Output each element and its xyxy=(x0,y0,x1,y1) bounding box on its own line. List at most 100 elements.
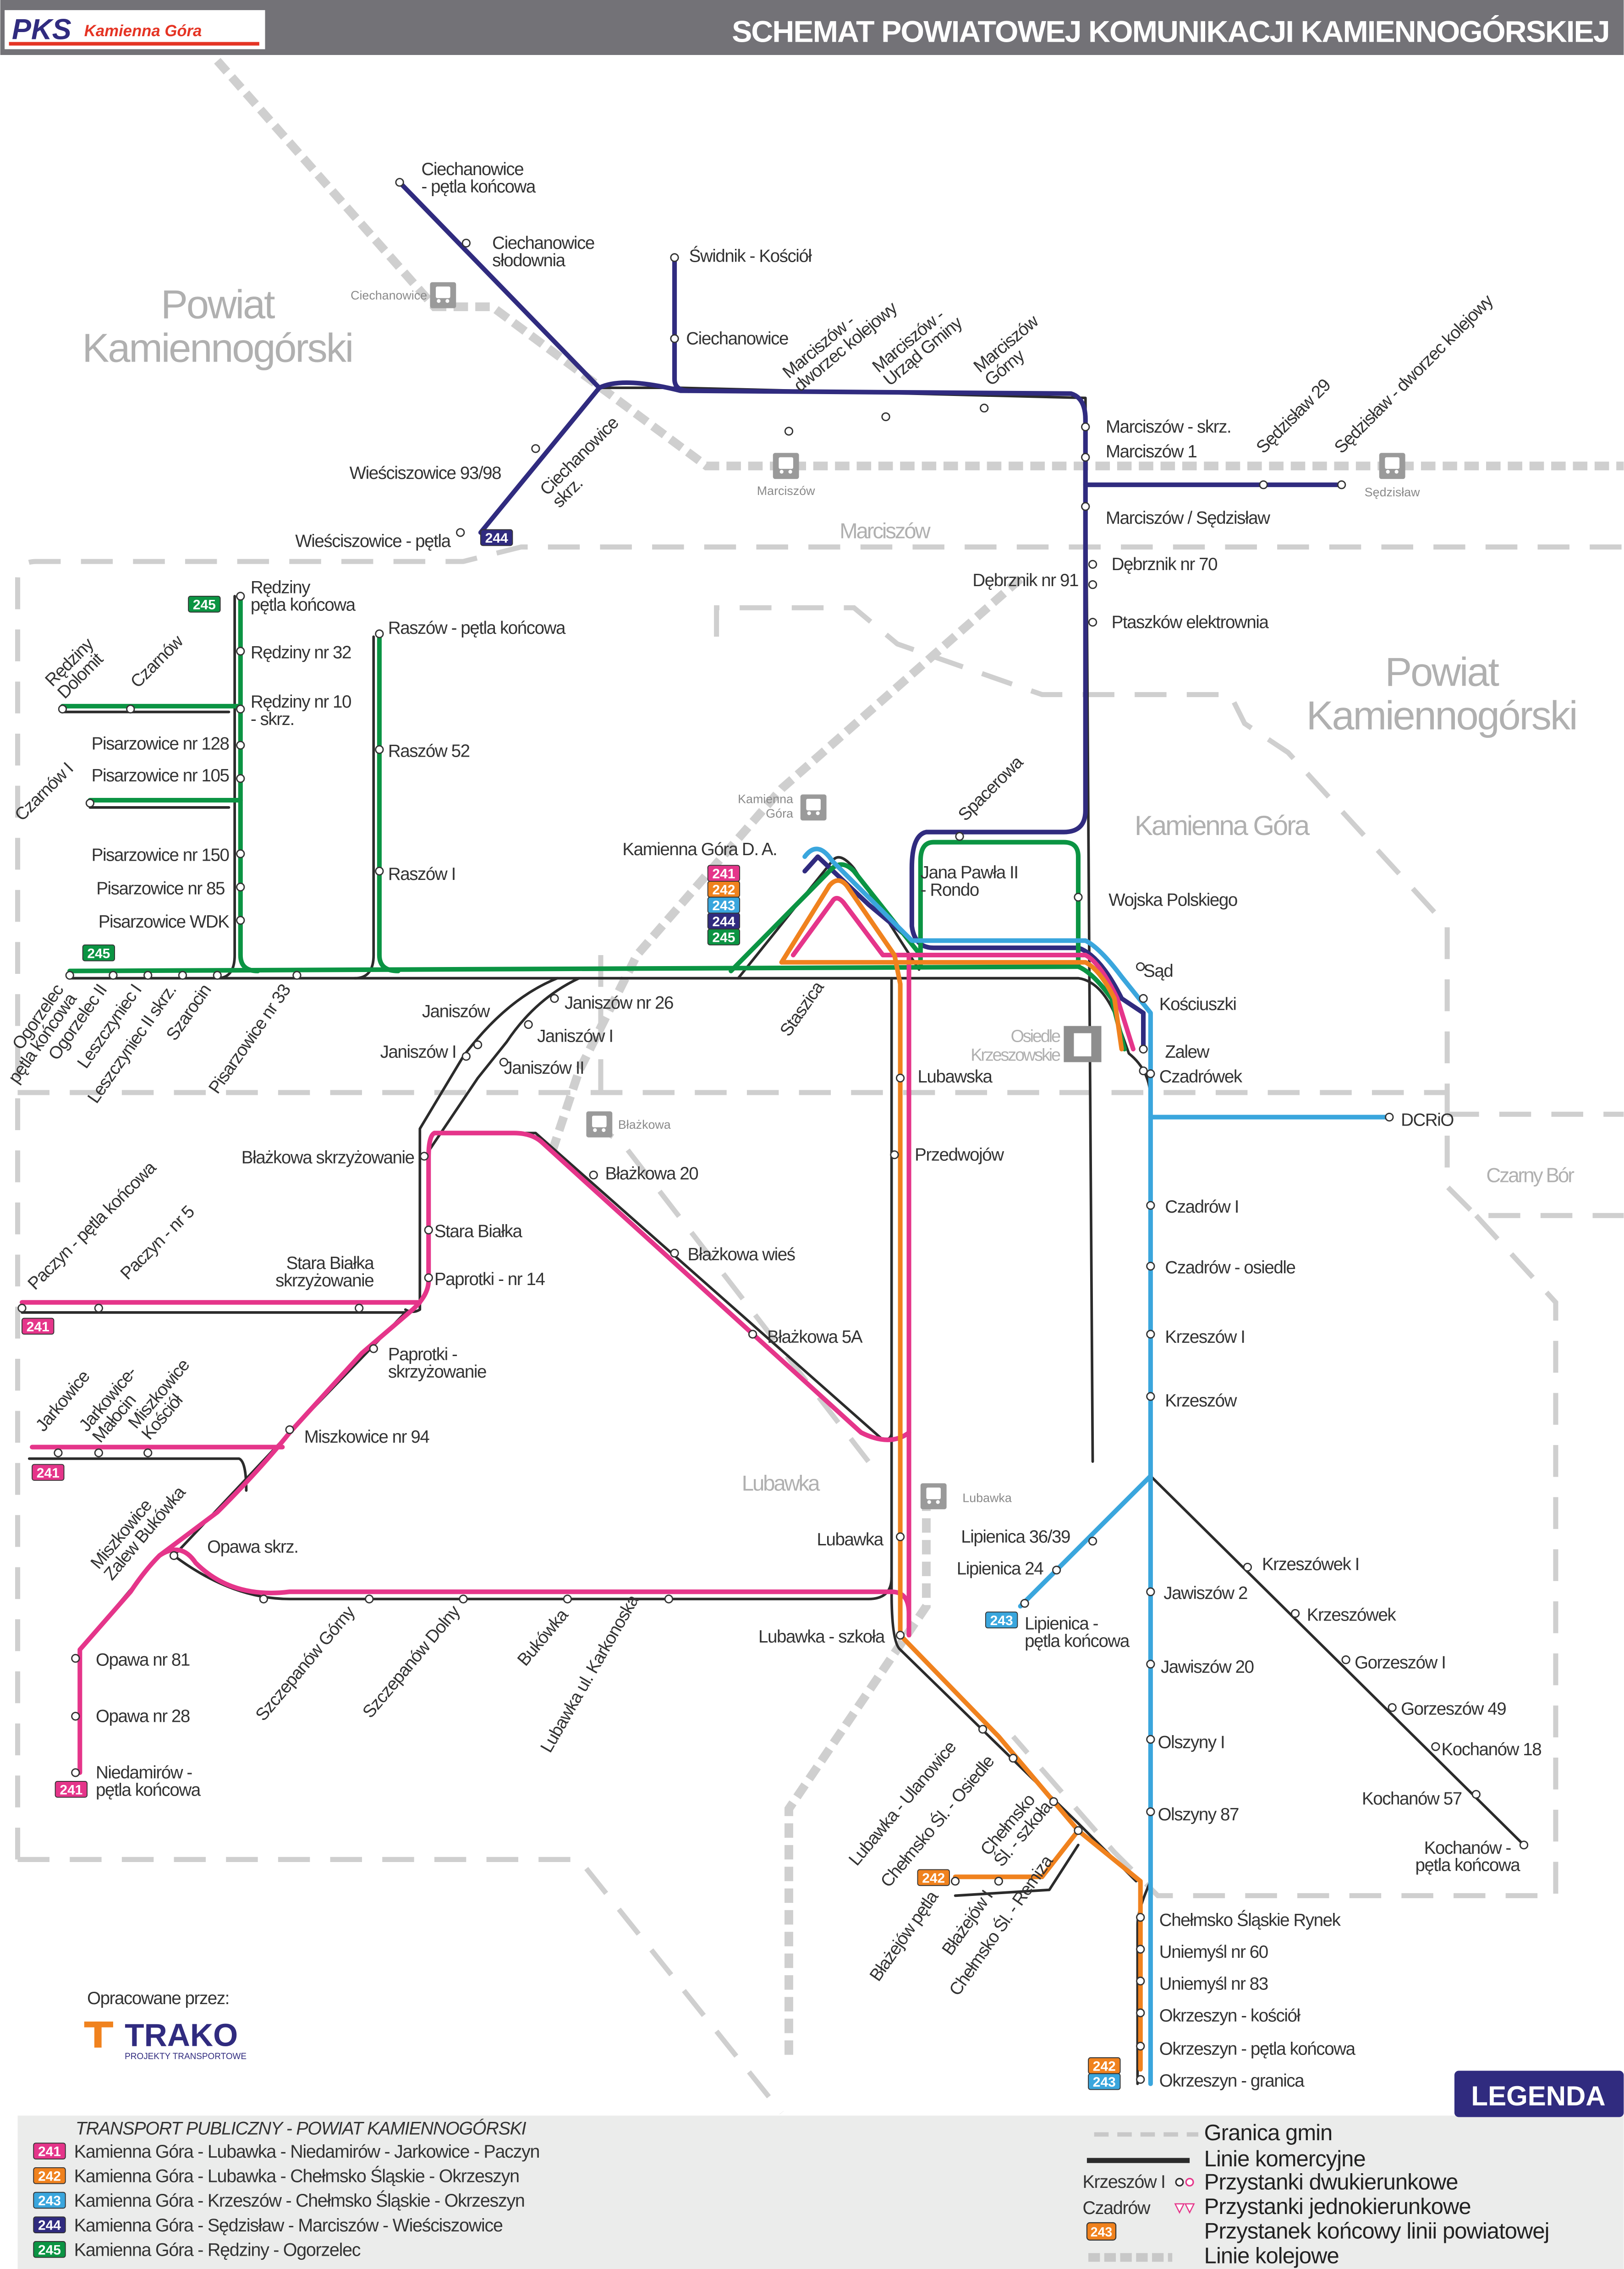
route-badge-244[interactable]: 244 xyxy=(707,912,741,930)
stop-marker[interactable] xyxy=(1146,1392,1155,1401)
stop-marker[interactable] xyxy=(54,1448,63,1457)
stop-marker[interactable] xyxy=(236,882,245,892)
stop-marker[interactable] xyxy=(524,1020,533,1029)
route-badge-241[interactable]: 241 xyxy=(32,1464,65,1481)
stop-marker[interactable] xyxy=(259,1594,268,1604)
stop-marker[interactable] xyxy=(1337,480,1346,489)
stop-marker[interactable] xyxy=(178,971,187,980)
stop-marker[interactable] xyxy=(1385,1112,1394,1122)
stop-marker[interactable] xyxy=(375,867,384,876)
route-badge-245[interactable]: 245 xyxy=(188,595,221,613)
stop-marker[interactable] xyxy=(236,592,245,601)
stop-marker[interactable] xyxy=(143,971,153,980)
stop-marker[interactable] xyxy=(589,1170,598,1180)
stop-marker[interactable] xyxy=(1136,1913,1145,1922)
stop-marker[interactable] xyxy=(420,1152,429,1161)
stop-marker[interactable] xyxy=(65,971,74,980)
route-badge-245[interactable]: 245 xyxy=(707,928,741,945)
stop-marker[interactable] xyxy=(424,1225,433,1235)
stop-marker[interactable] xyxy=(94,1448,103,1457)
stop-marker[interactable] xyxy=(1146,1201,1155,1210)
stop-marker[interactable] xyxy=(881,412,890,421)
stop-marker[interactable] xyxy=(1081,422,1090,432)
stop-marker[interactable] xyxy=(994,1877,1003,1886)
stop-marker[interactable] xyxy=(109,971,118,980)
stop-marker[interactable] xyxy=(1081,502,1090,511)
stop-marker[interactable] xyxy=(1146,1735,1155,1744)
stop-marker[interactable] xyxy=(1519,1840,1529,1850)
stop-marker[interactable] xyxy=(1388,1703,1397,1712)
stop-marker[interactable] xyxy=(1049,1797,1058,1806)
stop-marker[interactable] xyxy=(1259,480,1268,489)
stop-marker[interactable] xyxy=(456,528,465,537)
stop-marker[interactable] xyxy=(1146,1069,1155,1078)
stop-marker[interactable] xyxy=(459,1594,468,1604)
stop-marker[interactable] xyxy=(292,971,302,980)
stop-marker[interactable] xyxy=(143,1448,153,1457)
route-badge-242[interactable]: 242 xyxy=(707,880,741,898)
stop-marker[interactable] xyxy=(670,1248,679,1258)
stop-marker[interactable] xyxy=(285,1425,294,1434)
stop-marker[interactable] xyxy=(424,1273,433,1282)
stop-marker[interactable] xyxy=(1471,1790,1481,1799)
stop-marker[interactable] xyxy=(1146,1587,1155,1596)
stop-marker[interactable] xyxy=(236,849,245,858)
stop-marker[interactable] xyxy=(1081,453,1090,462)
stop-marker[interactable] xyxy=(473,1040,483,1049)
stop-marker[interactable] xyxy=(784,427,794,436)
stop-marker[interactable] xyxy=(236,916,245,925)
stop-marker[interactable] xyxy=(17,1303,27,1313)
route-badge-242[interactable]: 242 xyxy=(1088,2057,1121,2074)
route-badge-243[interactable]: 243 xyxy=(707,896,741,914)
stop-marker[interactable] xyxy=(664,1594,674,1604)
stop-marker[interactable] xyxy=(1088,618,1097,627)
stop-marker[interactable] xyxy=(365,1594,374,1604)
stop-marker[interactable] xyxy=(1074,893,1083,902)
legend-button[interactable]: LEGENDA xyxy=(1454,2071,1624,2117)
stop-marker[interactable] xyxy=(1290,1609,1300,1618)
stop-marker[interactable] xyxy=(499,1057,509,1067)
stop-marker[interactable] xyxy=(236,774,245,783)
stop-marker[interactable] xyxy=(461,1052,471,1061)
stop-marker[interactable] xyxy=(1431,1742,1440,1751)
stop-marker[interactable] xyxy=(1074,1826,1083,1835)
stop-marker[interactable] xyxy=(950,1877,960,1886)
stop-marker[interactable] xyxy=(1243,1562,1252,1572)
stop-marker[interactable] xyxy=(890,1150,899,1159)
stop-marker[interactable] xyxy=(169,1551,179,1560)
stop-marker[interactable] xyxy=(395,178,404,187)
stop-marker[interactable] xyxy=(236,704,245,714)
stop-marker[interactable] xyxy=(85,798,95,808)
stop-marker[interactable] xyxy=(550,994,559,1003)
stop-marker[interactable] xyxy=(980,403,989,413)
stop-marker[interactable] xyxy=(355,1303,364,1313)
stop-marker[interactable] xyxy=(1139,994,1148,1003)
route-badge-245[interactable]: 245 xyxy=(82,944,115,961)
stop-marker[interactable] xyxy=(895,1532,905,1541)
stop-marker[interactable] xyxy=(375,745,384,754)
stop-marker[interactable] xyxy=(213,971,222,980)
stop-marker[interactable] xyxy=(895,1073,905,1082)
route-badge-241[interactable]: 241 xyxy=(22,1318,55,1335)
stop-marker[interactable] xyxy=(1139,1044,1148,1054)
stop-marker[interactable] xyxy=(1136,962,1145,971)
stop-marker[interactable] xyxy=(670,253,679,262)
stop-marker[interactable] xyxy=(748,1330,757,1339)
stop-marker[interactable] xyxy=(1088,1537,1097,1546)
stop-marker[interactable] xyxy=(58,704,67,714)
stop-marker[interactable] xyxy=(236,647,245,656)
stop-marker[interactable] xyxy=(236,741,245,750)
stop-marker[interactable] xyxy=(1146,1807,1155,1816)
stop-marker[interactable] xyxy=(1136,2008,1145,2017)
stop-marker[interactable] xyxy=(1341,1655,1350,1665)
stop-marker[interactable] xyxy=(71,1654,80,1663)
route-badge-241[interactable]: 241 xyxy=(707,865,741,882)
route-badge-243[interactable]: 243 xyxy=(1088,2073,1121,2090)
route-badge-244[interactable]: 244 xyxy=(480,529,513,546)
stop-marker[interactable] xyxy=(1146,1659,1155,1669)
stop-marker[interactable] xyxy=(1020,1599,1029,1608)
stop-marker[interactable] xyxy=(1136,2042,1145,2051)
stop-marker[interactable] xyxy=(1136,1977,1145,1986)
stop-marker[interactable] xyxy=(955,832,964,841)
route-badge-242[interactable]: 242 xyxy=(917,1869,950,1886)
